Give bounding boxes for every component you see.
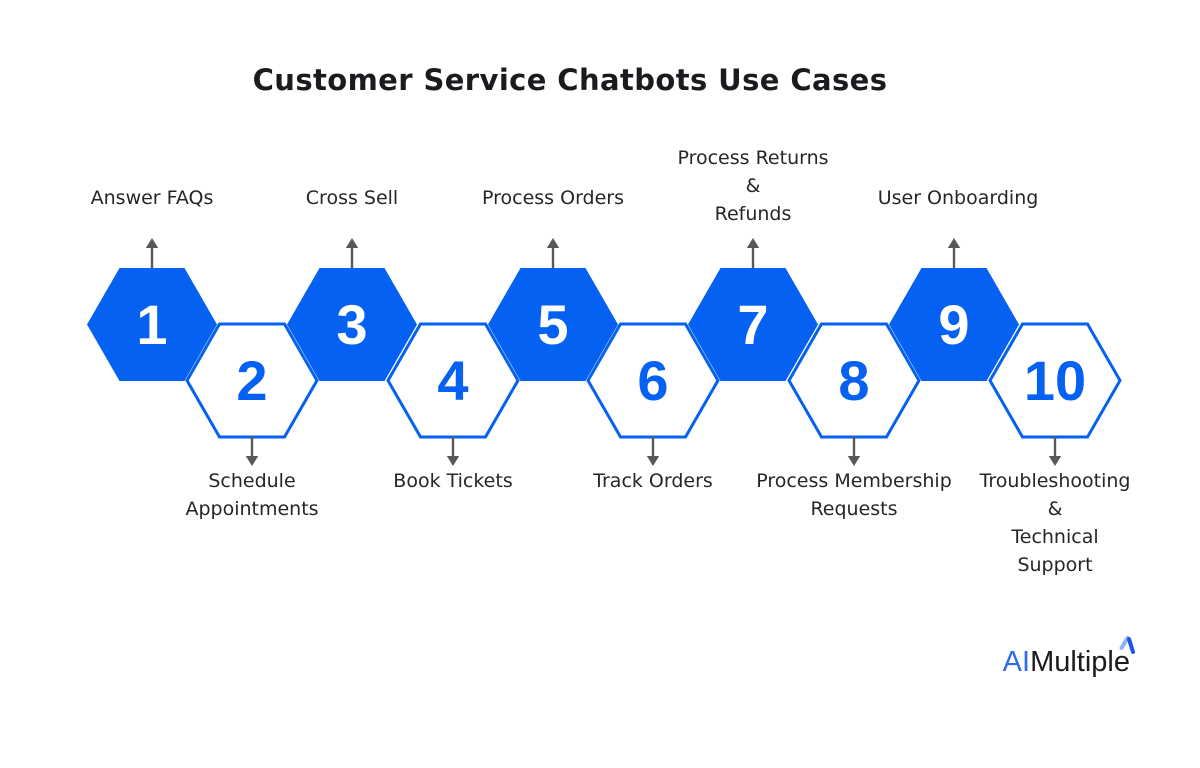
hexagon-6: 6 xyxy=(586,322,720,439)
hexagon-5: 5 xyxy=(486,266,620,383)
hexagon-2: 2 xyxy=(185,322,319,439)
hexagon-shape xyxy=(287,268,417,381)
hexagon-shape xyxy=(185,322,319,439)
arrow-down-icon xyxy=(446,436,460,466)
use-case-label: Cross Sell xyxy=(305,187,399,209)
hexagon-shape xyxy=(586,322,720,439)
arrow-up-icon xyxy=(345,238,359,270)
hexagon-3: 3 xyxy=(285,266,419,383)
arrow-down-icon xyxy=(646,436,660,466)
hexagon-number: 9 xyxy=(938,293,970,356)
page-title: Customer Service Chatbots Use Cases xyxy=(252,63,888,98)
hexagon-9: 9 xyxy=(887,266,1021,383)
arrow-down-icon xyxy=(1048,436,1062,466)
brand-logo: AIMultiple xyxy=(1002,636,1135,679)
use-case-label: Process Returns & Refunds xyxy=(677,147,829,225)
use-case-label: Troubleshooting & Technical Support xyxy=(979,470,1131,576)
hexagon-shape xyxy=(87,268,217,381)
hexagon-8: 8 xyxy=(787,322,921,439)
use-case-label: Schedule Appointments xyxy=(185,470,319,520)
brand-logo-prefix: AI xyxy=(1002,646,1031,678)
hexagon-number: 8 xyxy=(838,349,870,412)
hexagon-number: 5 xyxy=(537,293,569,356)
hexagon-number: 6 xyxy=(637,349,669,412)
hexagon-1: 1 xyxy=(85,266,219,383)
hexagon-10: 10 xyxy=(988,322,1122,439)
use-case-label: Answer FAQs xyxy=(90,187,214,209)
hexagon-number: 4 xyxy=(437,349,469,412)
brand-logo-suffix: Multiple xyxy=(1030,646,1130,678)
arrow-down-icon xyxy=(245,436,259,466)
arrow-up-icon xyxy=(145,238,159,270)
hexagon-number: 10 xyxy=(1023,349,1087,412)
use-case-label: Process Orders xyxy=(481,187,625,209)
arrow-up-icon xyxy=(947,238,961,270)
hexagon-shape xyxy=(386,322,520,439)
arrow-up-icon xyxy=(546,238,560,270)
hexagon-7: 7 xyxy=(686,266,820,383)
use-case-label: Book Tickets xyxy=(393,470,513,492)
use-case-label: Process Membership Requests xyxy=(756,470,952,520)
spark-icon xyxy=(1119,636,1135,654)
hexagon-shape xyxy=(787,322,921,439)
hexagon-number: 2 xyxy=(236,349,268,412)
hexagon-number: 3 xyxy=(336,293,368,356)
hexagon-shape xyxy=(988,322,1122,439)
hexagon-shape xyxy=(889,268,1019,381)
hexagon-shape xyxy=(688,268,818,381)
arrow-down-icon xyxy=(847,436,861,466)
hexagon-number: 1 xyxy=(136,293,168,356)
use-case-label: User Onboarding xyxy=(877,187,1039,209)
hexagon-number: 7 xyxy=(737,293,769,356)
hexagon-4: 4 xyxy=(386,322,520,439)
arrow-up-icon xyxy=(746,238,760,270)
use-case-label: Track Orders xyxy=(593,470,713,492)
hexagon-shape xyxy=(488,268,618,381)
